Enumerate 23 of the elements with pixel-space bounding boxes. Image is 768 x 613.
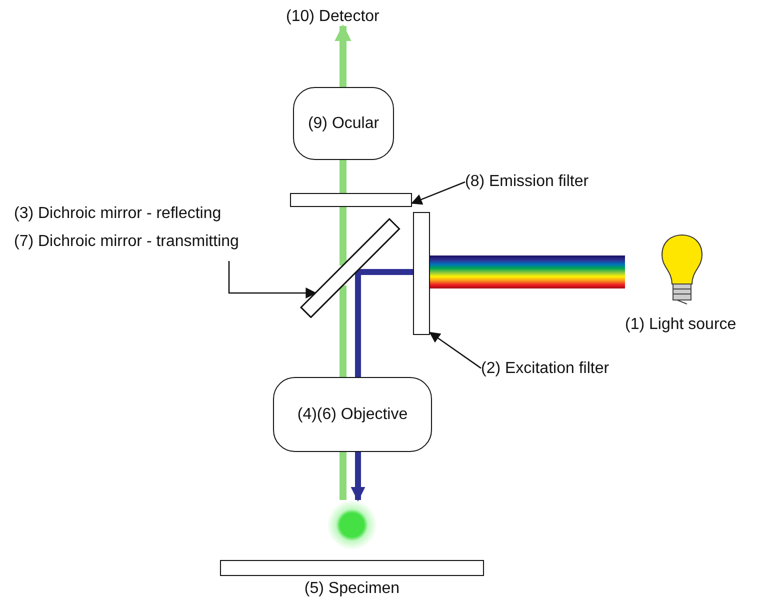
excitation-filter-label: (2) Excitation filter (481, 360, 610, 378)
light-beam (430, 256, 625, 288)
light-beam (350, 452, 366, 502)
detector-label: (10) Detector (286, 8, 380, 26)
light-beam (340, 160, 346, 193)
light-beam (340, 207, 346, 266)
light-beam (334, 24, 352, 87)
emission-filter (290, 193, 412, 207)
leader-line (228, 261, 317, 298)
mirror-label: (7) Dichroic mirror - transmitting (14, 233, 239, 251)
light-beam (340, 285, 346, 377)
objective-box: (4)(6) Objective (273, 377, 432, 452)
emission-filter-label: (8) Emission filter (465, 173, 589, 191)
light-beam (355, 270, 361, 377)
light-source-label: (1) Light source (625, 316, 736, 334)
excitation-filter (413, 212, 430, 335)
leader-line (429, 332, 482, 369)
ocular-box: (9) Ocular (293, 87, 394, 160)
mirror-label: (3) Dichroic mirror - reflecting (14, 205, 222, 223)
light-beam (356, 269, 413, 275)
light-beam (340, 452, 346, 500)
leader-line (410, 181, 466, 205)
specimen-label: (5) Specimen (303, 580, 401, 598)
